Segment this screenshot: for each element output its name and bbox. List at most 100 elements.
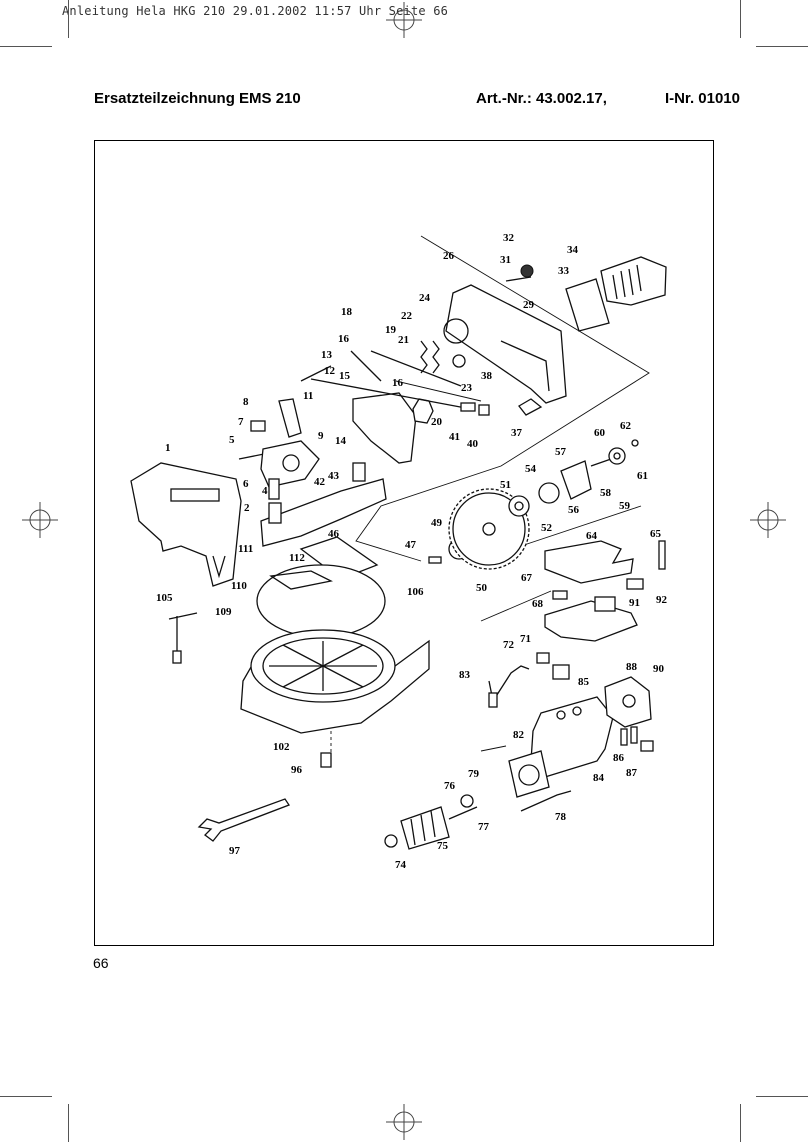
part-stator [508, 750, 550, 798]
part-label: 50 [476, 582, 488, 594]
part-label: 71 [520, 633, 531, 645]
part-label: 19 [385, 324, 397, 336]
part-label: 87 [626, 767, 638, 779]
part-label: 24 [419, 292, 431, 304]
exploded-parts-drawing: 1 2 4 5 6 7 8 9 11 12 13 14 15 16 16 18 … [94, 140, 714, 946]
article-number: Art.-Nr.: 43.002.17, [476, 90, 607, 107]
part-brushes [620, 726, 654, 752]
part-label: 67 [521, 572, 533, 584]
part-label: 15 [339, 370, 351, 382]
part-base-plate [260, 462, 387, 547]
part-label: 96 [291, 764, 303, 776]
part-label: 51 [500, 479, 511, 491]
part-label: 60 [594, 427, 606, 439]
part-gearbox [538, 460, 592, 504]
part-label: 21 [398, 334, 409, 346]
registration-mark-top [386, 2, 422, 38]
part-label: 9 [318, 430, 324, 442]
part-screw-96 [320, 752, 332, 768]
part-label: 68 [532, 598, 544, 610]
part-label: 74 [395, 859, 407, 871]
part-label: 112 [289, 552, 305, 564]
part-label: 38 [481, 370, 493, 382]
parts-drawing-svg: 1 2 4 5 6 7 8 9 11 12 13 14 15 16 16 18 … [130, 232, 668, 871]
part-label: 109 [215, 606, 232, 618]
part-label: 83 [459, 669, 471, 681]
part-label: 31 [500, 254, 511, 266]
part-label: 32 [503, 232, 515, 244]
part-cable-78 [520, 790, 572, 812]
part-label: 46 [328, 528, 340, 540]
crop-mark [740, 0, 741, 38]
part-gear-60 [590, 439, 639, 467]
document-title: Ersatzteilzeichnung EMS 210 [94, 90, 301, 107]
part-label: 20 [431, 416, 443, 428]
printer-slug-line: Anleitung Hela HKG 210 29.01.2002 11:57 … [62, 4, 449, 18]
part-label: 56 [568, 504, 580, 516]
registration-mark-left [22, 502, 58, 538]
part-clamp-assembly [238, 365, 332, 488]
part-rods [310, 350, 490, 416]
part-label: 92 [656, 594, 668, 606]
crop-mark [756, 1096, 808, 1097]
crop-mark [68, 0, 69, 38]
part-label: 111 [238, 543, 253, 555]
part-label: 18 [341, 306, 353, 318]
part-label: 75 [437, 840, 449, 852]
registration-mark-right [750, 502, 786, 538]
crop-mark [740, 1104, 741, 1142]
part-base-102 [240, 629, 430, 734]
part-label: 29 [523, 299, 535, 311]
part-label: 110 [231, 580, 247, 592]
part-spanner-97 [197, 798, 290, 842]
ident-number: I-Nr. 01010 [664, 90, 740, 107]
part-label: 1 [165, 442, 171, 454]
part-switch-housing [544, 578, 644, 642]
part-wrench-105 [168, 612, 198, 664]
part-label: 77 [478, 821, 490, 833]
part-label: 57 [555, 446, 567, 458]
part-label: 4 [262, 485, 268, 497]
part-label: 43 [328, 470, 340, 482]
part-label: 12 [324, 365, 336, 377]
part-label: 2 [244, 502, 250, 514]
part-label: 16 [338, 333, 350, 345]
part-label: 47 [405, 539, 417, 551]
part-spring [420, 340, 466, 374]
part-label: 62 [620, 420, 632, 432]
part-blade-guard [352, 392, 434, 464]
part-motor-housing [530, 696, 614, 778]
page-number: 66 [93, 955, 109, 971]
part-label: 5 [229, 434, 235, 446]
part-motor-top [565, 256, 667, 332]
part-label: 59 [619, 500, 631, 512]
part-label: 58 [600, 487, 612, 499]
part-label: 41 [449, 431, 460, 443]
document-header: Ersatzteilzeichnung EMS 210 Art.-Nr.: 43… [94, 88, 740, 112]
part-label: 82 [513, 729, 525, 741]
part-label: 78 [555, 811, 567, 823]
part-label: 97 [229, 845, 241, 857]
part-label: 8 [243, 396, 249, 408]
part-label: 61 [637, 470, 648, 482]
part-bracket-64 [544, 540, 634, 584]
part-label: 102 [273, 741, 290, 753]
part-label: 26 [443, 250, 455, 262]
part-flange-51 [508, 495, 530, 517]
part-label: 40 [467, 438, 479, 450]
part-armature [384, 794, 478, 850]
part-label: 88 [626, 661, 638, 673]
part-label: 23 [461, 382, 473, 394]
part-label: 105 [156, 592, 173, 604]
part-label: 7 [238, 416, 244, 428]
crop-mark [0, 46, 52, 47]
part-label: 34 [567, 244, 579, 256]
part-label: 49 [431, 517, 443, 529]
part-label: 11 [303, 390, 313, 402]
part-bracket-37 [518, 398, 543, 416]
registration-mark-bottom [386, 1104, 422, 1140]
part-capacitor [536, 652, 570, 680]
part-label: 54 [525, 463, 537, 475]
part-bolt-knob [505, 264, 534, 282]
part-guard-handle [130, 462, 242, 587]
